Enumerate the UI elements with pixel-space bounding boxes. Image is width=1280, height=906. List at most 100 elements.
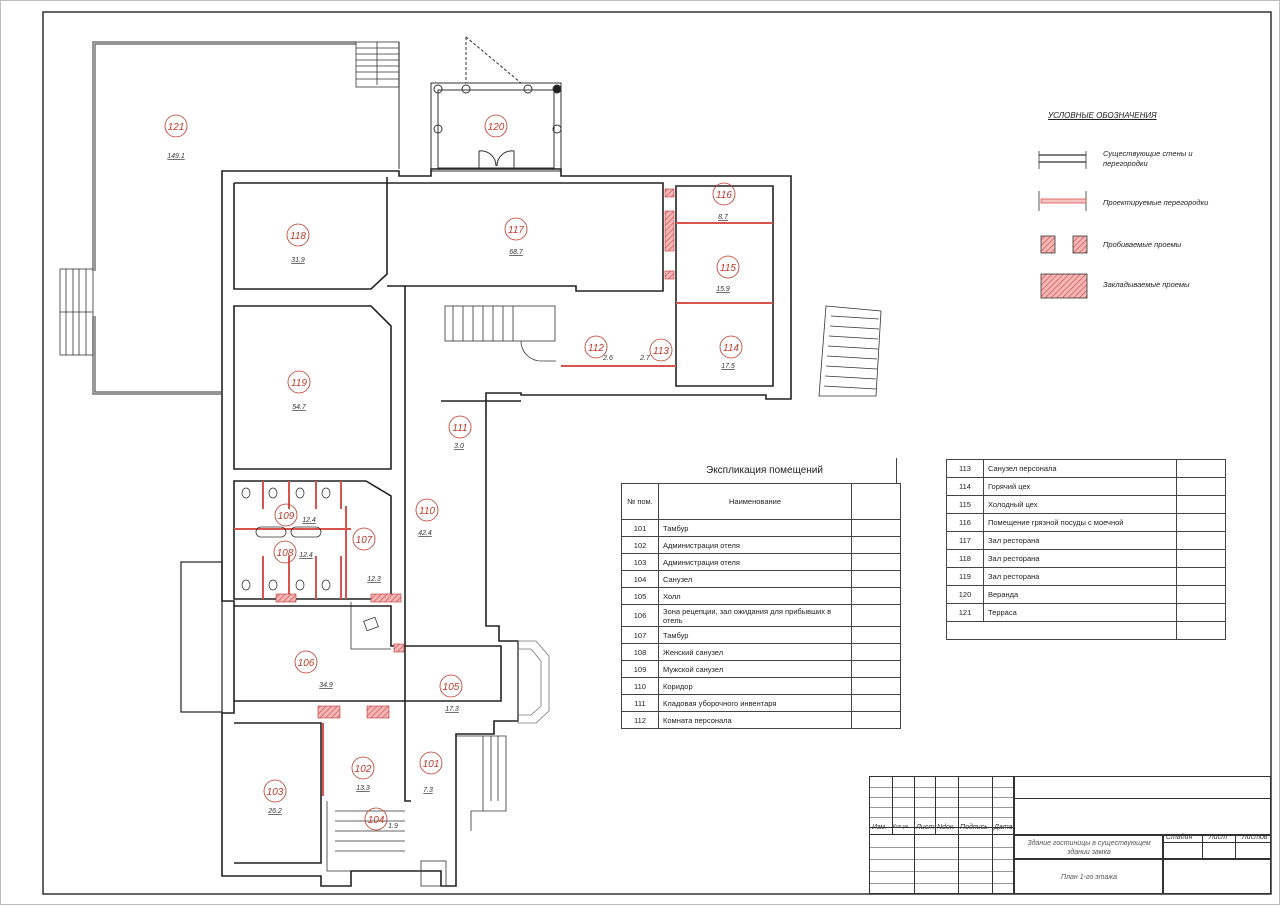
- filled-openings: [275, 188, 675, 719]
- svg-text:103: 103: [267, 787, 284, 798]
- col-ndok: Ndок.: [937, 824, 956, 831]
- row-extra: [851, 570, 901, 588]
- header-num: № пом.: [621, 483, 659, 520]
- row-num: 103: [621, 553, 659, 571]
- svg-text:31.9: 31.9: [291, 257, 305, 264]
- svg-text:17.3: 17.3: [445, 706, 459, 713]
- row-name: Холодный цех: [983, 495, 1177, 514]
- row-extra: [851, 626, 901, 644]
- svg-text:105: 105: [443, 682, 460, 693]
- room-105: 105 17.3: [439, 674, 463, 713]
- row-name: Тамбур: [658, 519, 852, 537]
- table-row-empty: [946, 621, 1226, 640]
- svg-text:110: 110: [419, 506, 435, 517]
- veranda-120: [430, 36, 562, 172]
- svg-text:12.4: 12.4: [302, 517, 316, 524]
- row-extra: [851, 519, 901, 537]
- svg-text:113: 113: [653, 346, 669, 357]
- row-extra: [851, 694, 901, 712]
- main-staircase: [326, 305, 556, 872]
- row-name: Мужской санузел: [658, 660, 852, 678]
- row-num: 106: [621, 604, 659, 627]
- header-extra: [851, 483, 901, 520]
- row-num: 117: [946, 531, 984, 550]
- row-num: 105: [621, 587, 659, 605]
- svg-text:117: 117: [508, 225, 524, 236]
- stairs-terrace-left: [59, 268, 94, 356]
- row-name: Холл: [658, 587, 852, 605]
- table-edge: [896, 458, 897, 484]
- svg-text:116: 116: [716, 190, 732, 201]
- svg-text:112: 112: [588, 343, 604, 354]
- title-block: Изм. Кол.уч Лист Ndок. Подпись Дата Здан…: [869, 776, 1271, 894]
- sheet-label: Лист: [1209, 834, 1228, 841]
- sheets-label: Листов: [1242, 834, 1268, 841]
- row-name: Кладовая уборочного инвентаря: [658, 694, 852, 712]
- row-num: 115: [946, 495, 984, 514]
- svg-text:54.7: 54.7: [292, 404, 307, 411]
- explication-title: Экспликация помещений: [706, 465, 823, 476]
- svg-text:1.9: 1.9: [388, 823, 398, 830]
- legend-existing-walls: Существующие стены и перегородки: [1103, 149, 1193, 168]
- row-extra: [851, 643, 901, 661]
- row-name: Зал ресторана: [983, 549, 1177, 568]
- svg-text:121: 121: [168, 122, 185, 133]
- row-extra: [1176, 513, 1226, 532]
- svg-text:104: 104: [368, 815, 385, 826]
- row-name: Зона рецепции, зал ожидания для прибывши…: [658, 604, 852, 627]
- svg-text:15.9: 15.9: [716, 286, 730, 293]
- terrace-121: [92, 41, 400, 395]
- row-name: Администрация отеля: [658, 553, 852, 571]
- row-extra: [1176, 477, 1226, 496]
- row-num: 109: [621, 660, 659, 678]
- row-extra: [1176, 603, 1226, 622]
- stairs-east: [818, 305, 882, 397]
- row-num: 107: [621, 626, 659, 644]
- row-extra: [1176, 585, 1226, 604]
- svg-text:108: 108: [277, 548, 294, 559]
- svg-text:7.3: 7.3: [423, 787, 433, 794]
- row-extra: [851, 711, 901, 729]
- svg-text:149.1: 149.1: [167, 153, 185, 160]
- row-extra: [1176, 495, 1226, 514]
- row-name: Зал ресторана: [983, 567, 1177, 586]
- svg-text:17.5: 17.5: [721, 363, 735, 370]
- new-partitions: [234, 222, 773, 796]
- row-num: 108: [621, 643, 659, 661]
- col-izm: Изм.: [872, 824, 887, 831]
- row-num: 110: [621, 677, 659, 695]
- svg-text:26.2: 26.2: [267, 808, 282, 815]
- row-extra: [1176, 531, 1226, 550]
- row-extra: [851, 553, 901, 571]
- bay-east: [517, 640, 550, 724]
- stairs-entrance: [420, 735, 507, 887]
- row-extra: [1176, 549, 1226, 568]
- row-num: 118: [946, 549, 984, 568]
- row-name: Комната персонала: [658, 711, 852, 729]
- col-podpis: Подпись: [960, 824, 988, 831]
- row-name: Горячий цех: [983, 477, 1177, 496]
